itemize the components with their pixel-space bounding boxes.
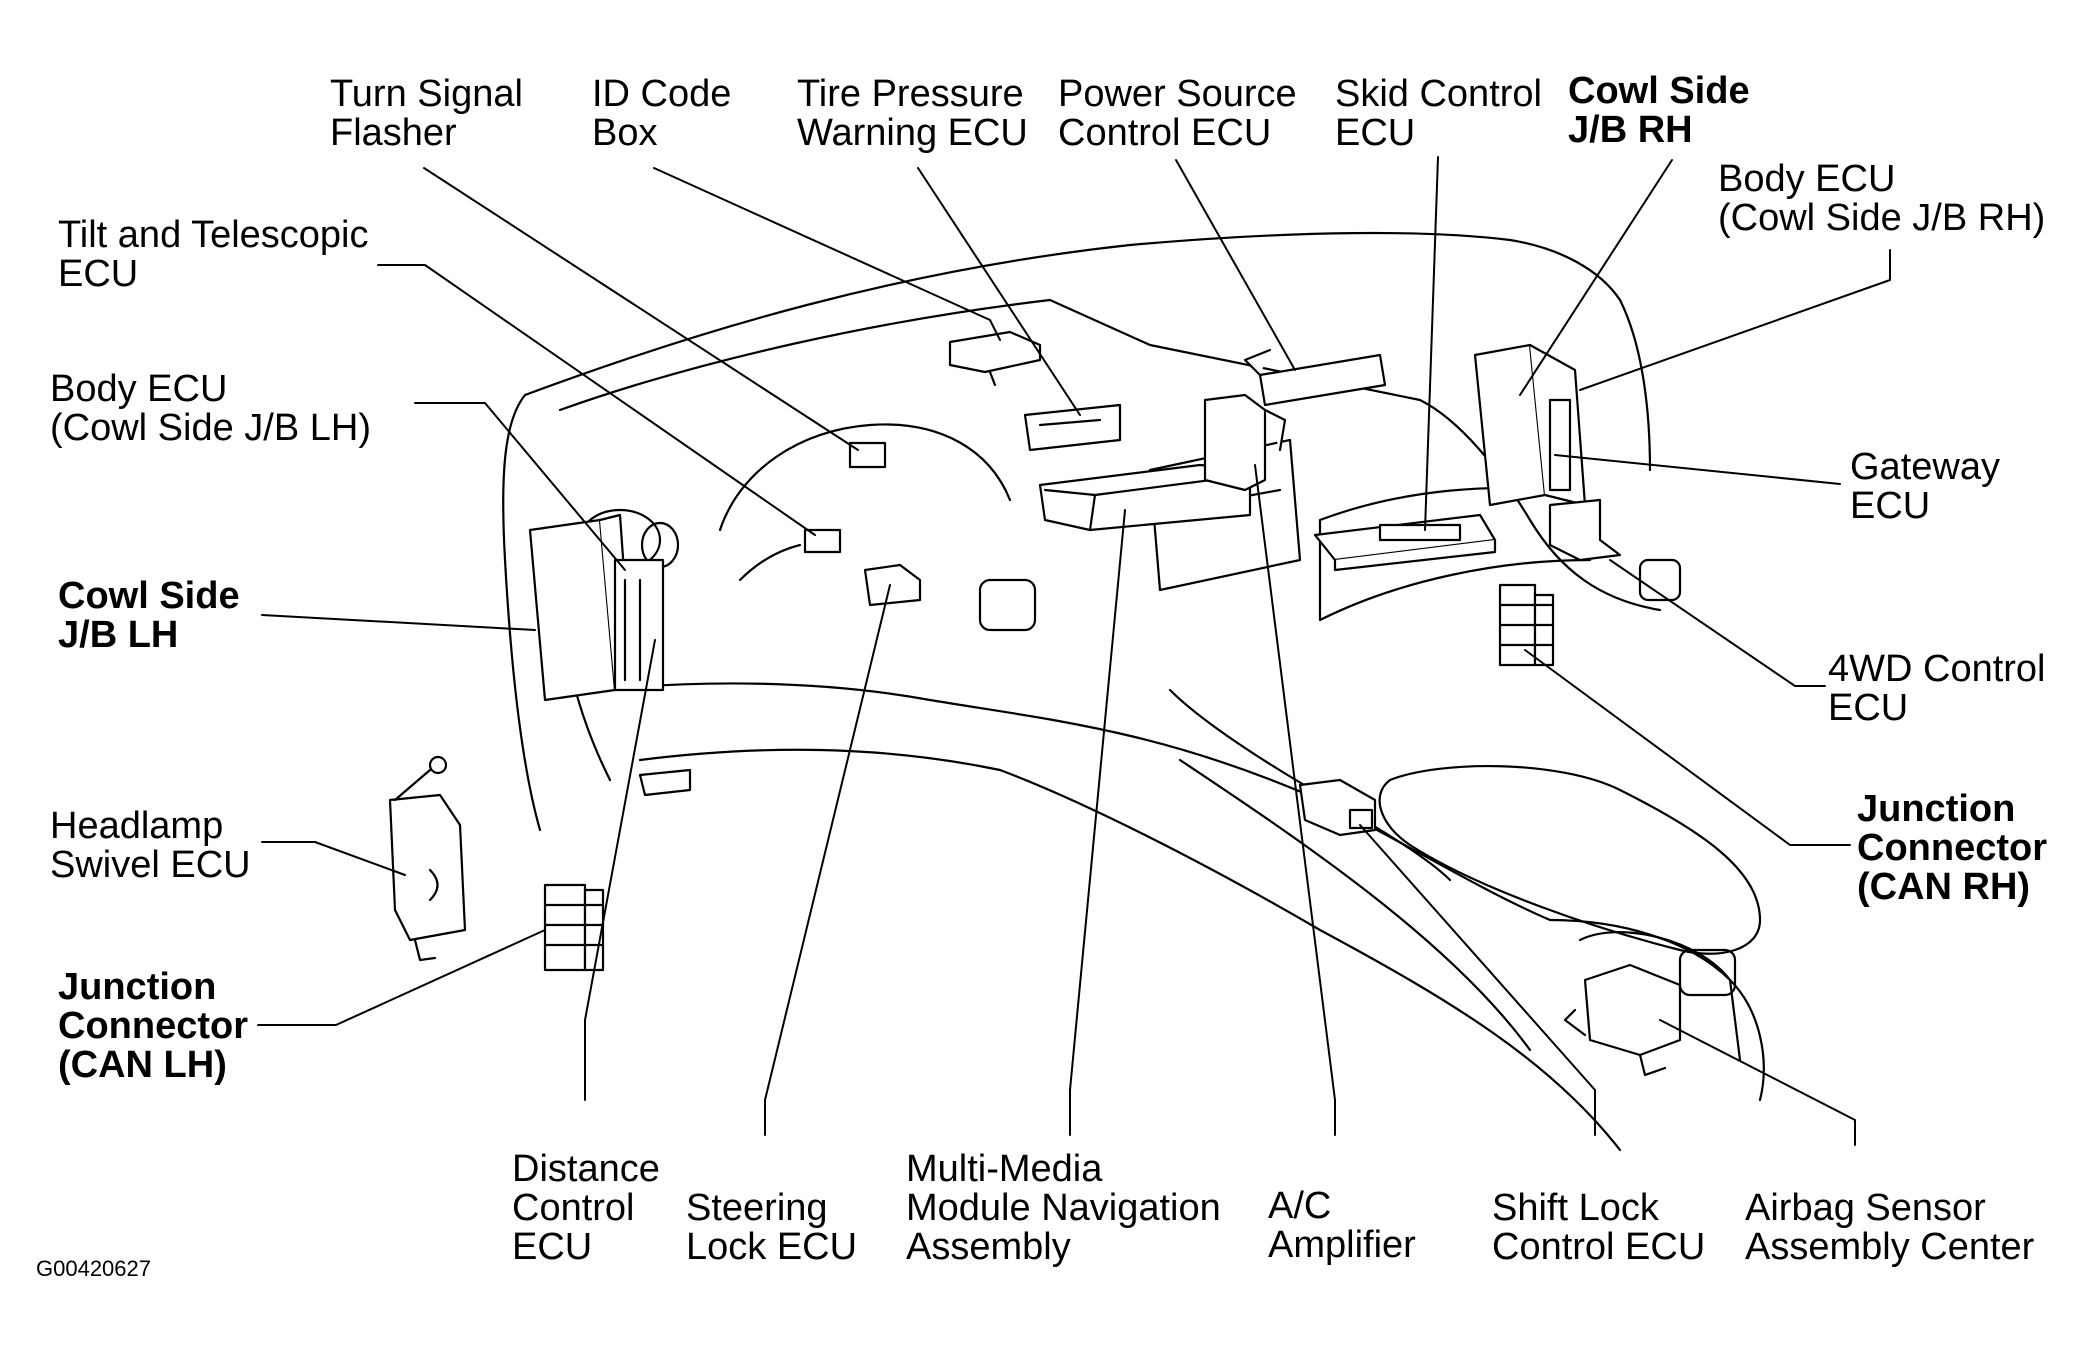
ac-amplifier-part bbox=[1203, 393, 1287, 492]
label-steering-lock-ecu: Steering Lock ECU bbox=[686, 1187, 858, 1268]
cowl-side-jb-rh-part bbox=[1473, 343, 1587, 507]
label-gateway-ecu: Gateway ECU bbox=[1850, 446, 2000, 527]
leader-tilt bbox=[377, 264, 816, 536]
leader-headlamp bbox=[261, 841, 406, 876]
component-shapes bbox=[388, 330, 1682, 1077]
cowl-side-jb-lh-part bbox=[528, 513, 665, 702]
shift-lock-ecu-part bbox=[1298, 778, 1377, 837]
tire-pressure-ecu-part bbox=[1023, 403, 1122, 452]
leader-4wd bbox=[1609, 559, 1826, 687]
label-cowl-side-jb-lh: Cowl Side J/B LH bbox=[58, 575, 240, 656]
label-junction-connector-can-lh: Junction Connector (CAN LH) bbox=[58, 966, 248, 1086]
airbag-sensor-part bbox=[1563, 963, 1682, 1077]
leader-cowl-lh bbox=[261, 614, 536, 631]
junction-connector-rh-part bbox=[1498, 583, 1555, 667]
leader-shift-lock bbox=[1359, 824, 1596, 1136]
leader-ac bbox=[1254, 464, 1336, 1136]
leader-distance bbox=[584, 639, 656, 1101]
label-power-source-control-ecu: Power Source Control ECU bbox=[1058, 73, 1297, 154]
leader-turn-signal bbox=[423, 167, 859, 451]
label-cowl-side-jb-rh: Cowl Side J/B RH bbox=[1568, 70, 1750, 151]
leader-multimedia bbox=[1069, 509, 1126, 1136]
leader-jc-rh bbox=[1524, 649, 1851, 846]
leader-tire-pressure bbox=[917, 167, 1081, 416]
headlamp-swivel-ecu-part bbox=[388, 755, 467, 962]
leader-steering-lock bbox=[764, 584, 891, 1136]
skid-control-ecu-part bbox=[1313, 513, 1497, 572]
label-headlamp-swivel-ecu: Headlamp Swivel ECU bbox=[50, 805, 251, 886]
leader-cowl-rh bbox=[1519, 159, 1673, 396]
id-code-box-part bbox=[948, 330, 1042, 387]
leader-jc-lh bbox=[257, 929, 546, 1026]
leader-gateway bbox=[1554, 454, 1841, 485]
label-body-ecu-lh: Body ECU (Cowl Side J/B LH) bbox=[50, 368, 371, 449]
label-skid-control-ecu: Skid Control ECU bbox=[1335, 73, 1542, 154]
label-tilt-telescopic-ecu: Tilt and Telescopic ECU bbox=[58, 214, 369, 295]
label-distance-control-ecu: Distance Control ECU bbox=[512, 1148, 660, 1268]
steering-lock-ecu-part bbox=[863, 563, 922, 607]
leader-lines bbox=[257, 156, 1891, 1146]
label-shift-lock-ecu: Shift Lock Control ECU bbox=[1492, 1187, 1706, 1268]
power-source-ecu-part bbox=[1243, 348, 1387, 407]
label-junction-connector-can-rh: Junction Connector (CAN RH) bbox=[1857, 788, 2047, 908]
label-multimedia-nav: Multi-Media Module Navigation Assembly bbox=[906, 1148, 1221, 1268]
label-body-ecu-rh: Body ECU (Cowl Side J/B RH) bbox=[1718, 158, 2046, 239]
leader-airbag bbox=[1659, 1019, 1856, 1146]
leader-skid bbox=[1424, 156, 1439, 531]
leader-body-ecu-lh bbox=[414, 402, 626, 571]
4wd-ecu-part bbox=[1548, 498, 1622, 562]
junction-connector-lh-part bbox=[543, 883, 605, 972]
label-4wd-control-ecu: 4WD Control ECU bbox=[1828, 648, 2046, 729]
tilt-telescopic-ecu-part bbox=[803, 528, 842, 554]
leader-body-ecu-rh bbox=[1579, 249, 1891, 391]
label-ac-amplifier: A/C Amplifier bbox=[1268, 1185, 1416, 1266]
leader-id-code bbox=[653, 167, 1001, 341]
leader-power-source bbox=[1175, 159, 1296, 371]
label-tire-pressure-warning-ecu: Tire Pressure Warning ECU bbox=[797, 73, 1028, 154]
label-id-code-box: ID Code Box bbox=[592, 73, 732, 154]
figure-id: G00420627 bbox=[36, 1256, 151, 1281]
label-turn-signal-flasher: Turn Signal Flasher bbox=[330, 73, 523, 154]
turn-signal-flasher-part bbox=[848, 441, 887, 469]
label-airbag-sensor: Airbag Sensor Assembly Center bbox=[1745, 1187, 2035, 1268]
